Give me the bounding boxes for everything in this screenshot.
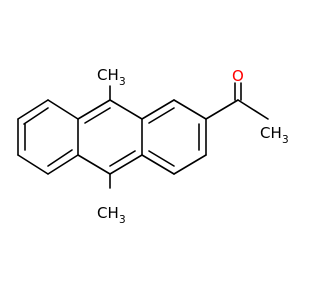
- bond: [77, 154, 111, 175]
- oxygen-label: O: [232, 67, 244, 85]
- methyl-subscript: 3: [119, 214, 126, 226]
- bond: [17, 99, 49, 120]
- double-bond-inner: [84, 107, 111, 124]
- bond: [141, 154, 175, 175]
- bond: [173, 154, 207, 175]
- methyl-text: CH: [97, 204, 119, 222]
- double-bond-inner: [47, 149, 73, 167]
- bond: [17, 154, 49, 175]
- middle-ring: [77, 99, 143, 175]
- chemical-structure: CH 3 CH 3 CH 3 O: [17, 66, 289, 226]
- bond: [47, 99, 79, 120]
- bond: [109, 154, 143, 175]
- double-bond-inner: [23, 107, 49, 125]
- methyl-subscript: 3: [282, 134, 289, 146]
- bond: [109, 99, 143, 120]
- acetyl-methyl-label: CH 3: [260, 124, 289, 146]
- double-bond-inner: [109, 150, 136, 167]
- bond: [173, 99, 207, 120]
- methyl-subscript: 3: [119, 76, 126, 88]
- bond: [141, 99, 175, 120]
- right-ring: [141, 99, 207, 175]
- bond: [47, 154, 79, 175]
- acetyl-methyl-bond: [237, 99, 269, 120]
- bottom-methyl-label: CH 3: [97, 204, 126, 226]
- left-ring: [17, 99, 79, 175]
- methyl-text: CH: [97, 66, 119, 84]
- acetyl-bond: [205, 99, 239, 120]
- methyl-text: CH: [260, 124, 282, 142]
- top-methyl-label: CH 3: [97, 66, 126, 88]
- double-bond-inner: [148, 107, 175, 124]
- double-bond-inner: [148, 150, 175, 167]
- bond: [77, 99, 111, 120]
